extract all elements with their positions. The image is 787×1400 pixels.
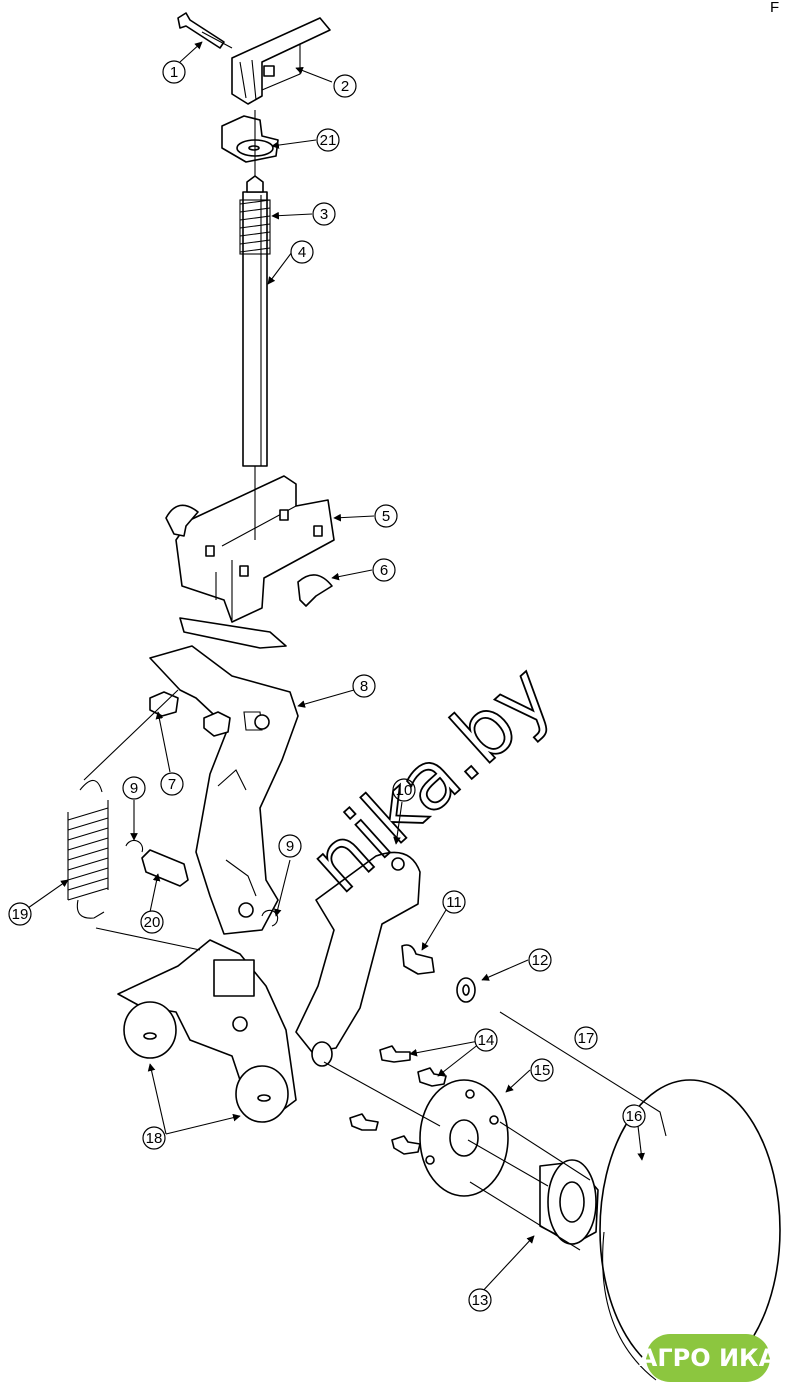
svg-text:6: 6 — [380, 562, 388, 579]
svg-text:12: 12 — [532, 952, 549, 969]
part-4-shaft — [242, 175, 268, 467]
part-11-bolt — [401, 944, 435, 975]
part-6-carriage-bolt — [165, 504, 333, 607]
callout-4: 4 — [290, 240, 314, 264]
svg-text:18: 18 — [146, 1130, 163, 1147]
part-5-mount-plate — [175, 475, 335, 649]
callout-15: 15 — [530, 1058, 554, 1082]
callout-1: 1 — [162, 60, 186, 84]
callout-8: 8 — [352, 674, 376, 698]
callout-17: 17 — [574, 1026, 598, 1050]
svg-text:15: 15 — [534, 1062, 551, 1079]
svg-text:16: 16 — [626, 1108, 643, 1125]
svg-text:4: 4 — [298, 244, 306, 261]
part-14-screw — [349, 1045, 447, 1155]
callout-9-right: 9 — [278, 834, 302, 858]
callout-14: 14 — [474, 1028, 498, 1052]
callout-19: 19 — [8, 902, 32, 926]
callout-16: 16 — [622, 1104, 646, 1128]
callout-11: 11 — [442, 890, 466, 914]
svg-text:2: 2 — [341, 78, 349, 95]
corner-mark: F — [770, 0, 779, 16]
svg-text:14: 14 — [478, 1032, 495, 1049]
callout-9-left: 9 — [122, 776, 146, 800]
svg-text:9: 9 — [130, 780, 138, 797]
part-15-flange — [419, 1079, 509, 1197]
svg-text:АГРО ИКА: АГРО ИКА — [639, 1344, 778, 1372]
callout-6: 6 — [372, 558, 396, 582]
svg-text:21: 21 — [320, 132, 337, 149]
svg-text:3: 3 — [320, 206, 328, 223]
brand-logo: АГРО ИКА — [639, 1334, 778, 1382]
callout-labels: 1 2 21 3 4 5 6 8 — [8, 60, 646, 1312]
callout-3: 3 — [312, 202, 336, 226]
part-12-lock-washer — [456, 977, 476, 1003]
part-21-washer — [221, 115, 279, 163]
part-10-linkage-arm — [295, 851, 421, 1067]
svg-text:5: 5 — [382, 508, 390, 525]
svg-text:9: 9 — [286, 838, 294, 855]
part-1-bolt — [177, 12, 225, 49]
svg-text:7: 7 — [168, 776, 176, 793]
part-2-bracket-clip — [231, 17, 331, 105]
part-20-pin — [125, 839, 189, 887]
callout-leaders — [27, 41, 646, 1295]
callout-5: 5 — [374, 504, 398, 528]
callout-10: 10 — [392, 778, 416, 802]
callout-12: 12 — [528, 948, 552, 972]
callout-2: 2 — [333, 74, 357, 98]
svg-text:1: 1 — [170, 64, 178, 81]
watermark-text: nika.by — [292, 647, 570, 910]
svg-text:10: 10 — [396, 782, 413, 799]
callout-21: 21 — [316, 128, 340, 152]
callout-7: 7 — [160, 772, 184, 796]
callout-13: 13 — [468, 1288, 492, 1312]
part-13-bearing — [539, 1159, 599, 1245]
svg-text:17: 17 — [578, 1030, 595, 1047]
callout-20: 20 — [140, 910, 164, 934]
svg-text:11: 11 — [446, 894, 462, 911]
svg-text:8: 8 — [360, 678, 368, 695]
part-18-washer — [123, 1001, 289, 1123]
svg-text:19: 19 — [12, 906, 29, 923]
svg-text:13: 13 — [472, 1292, 489, 1309]
part-3-spring-coil — [239, 199, 271, 255]
assembly-center-lines — [83, 31, 667, 1251]
svg-text:20: 20 — [144, 914, 161, 931]
callout-18: 18 — [142, 1126, 166, 1150]
part-19-tension-spring — [67, 779, 109, 919]
